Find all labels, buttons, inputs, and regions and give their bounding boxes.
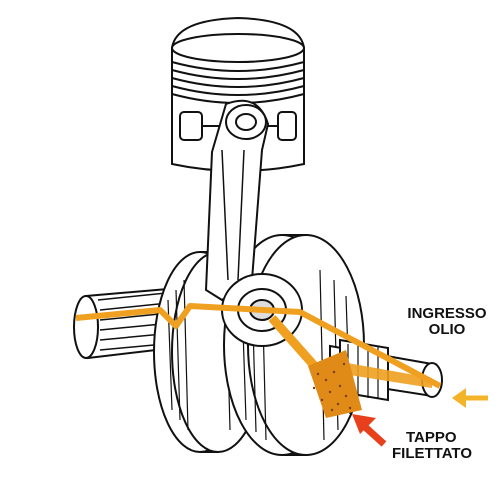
threaded-plug-label: TAPPO FILETTATO xyxy=(392,430,482,462)
arrow-left-icon xyxy=(452,388,488,408)
piston xyxy=(171,16,305,172)
threaded-plug-label-line1: TAPPO xyxy=(406,429,457,446)
oil-inlet-label-line2: OLIO xyxy=(428,321,466,338)
threaded-plug-cavity xyxy=(308,350,362,418)
oil-main-gallery xyxy=(75,303,442,389)
arrow-up-left-icon xyxy=(352,414,387,447)
threaded-plug-label-line2: FILETTATO xyxy=(392,445,472,462)
oil-passage xyxy=(75,303,442,418)
oil-inlet-label-line1: INGRESSO xyxy=(407,305,487,322)
oil-shaft-core xyxy=(330,360,432,388)
oil-inlet-label: INGRESSO OLIO xyxy=(398,306,496,338)
crankshaft-left-shaft xyxy=(73,286,192,360)
